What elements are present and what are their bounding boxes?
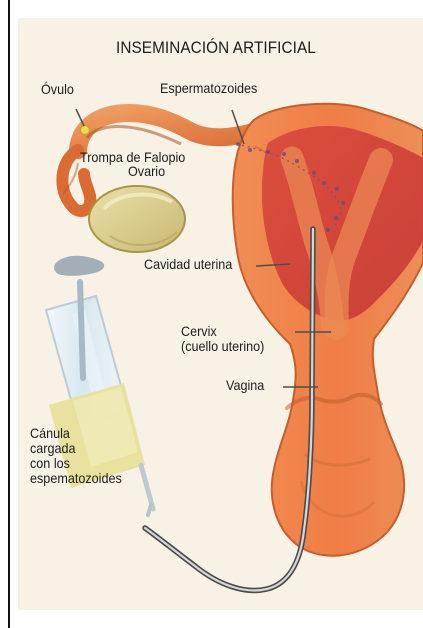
ovary-illustration-icon bbox=[89, 186, 185, 252]
left-border-line bbox=[8, 0, 10, 628]
diagram-title: INSEMINACIÓN ARTIFICIAL bbox=[116, 39, 316, 57]
ovum-icon bbox=[80, 125, 89, 134]
ovary-label: Ovario bbox=[128, 164, 165, 179]
cervix-label: Cervix (cuello uterino) bbox=[181, 324, 264, 354]
ovum-label: Óvulo bbox=[41, 82, 74, 97]
sperm-label: Espermatozoides bbox=[160, 81, 257, 96]
diagram-svg bbox=[18, 18, 423, 610]
illustration-panel: INSEMINACIÓN ARTIFICIAL Óvulo Espermatoz… bbox=[18, 18, 423, 610]
cannula-label: Cánula cargada con los espematozoides bbox=[30, 426, 122, 486]
uterine-cavity-label: Cavidad uterina bbox=[144, 257, 232, 272]
vagina-label: Vagina bbox=[226, 378, 264, 393]
